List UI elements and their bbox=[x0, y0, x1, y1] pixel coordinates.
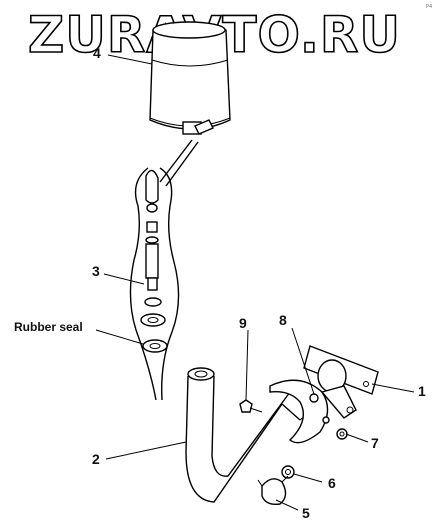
part-1-bracket bbox=[303, 345, 379, 419]
callout-6: 6 bbox=[328, 475, 336, 491]
rubber-seal-label: Rubber seal bbox=[14, 320, 83, 334]
callout-5: 5 bbox=[302, 505, 310, 521]
part-8-flange bbox=[269, 379, 330, 444]
corner-mark: P4 bbox=[426, 4, 432, 10]
callout-3: 3 bbox=[92, 263, 100, 279]
part-5-fuel-cap bbox=[257, 475, 289, 506]
part-6-washer bbox=[281, 465, 295, 479]
part-9-bolt bbox=[239, 399, 263, 413]
callout-7: 7 bbox=[371, 435, 379, 451]
callout-1: 1 bbox=[418, 383, 426, 399]
part-3-valve-assembly bbox=[140, 169, 168, 353]
leader-lines bbox=[95, 54, 415, 511]
callout-4: 4 bbox=[93, 45, 101, 61]
callout-2: 2 bbox=[92, 451, 100, 467]
vent-hose bbox=[129, 139, 199, 401]
part-7-nut bbox=[336, 428, 348, 440]
part-4-canister bbox=[149, 21, 231, 135]
part-2-filler-pipe bbox=[185, 367, 314, 503]
callout-8: 8 bbox=[279, 312, 287, 328]
callout-9: 9 bbox=[239, 315, 247, 331]
